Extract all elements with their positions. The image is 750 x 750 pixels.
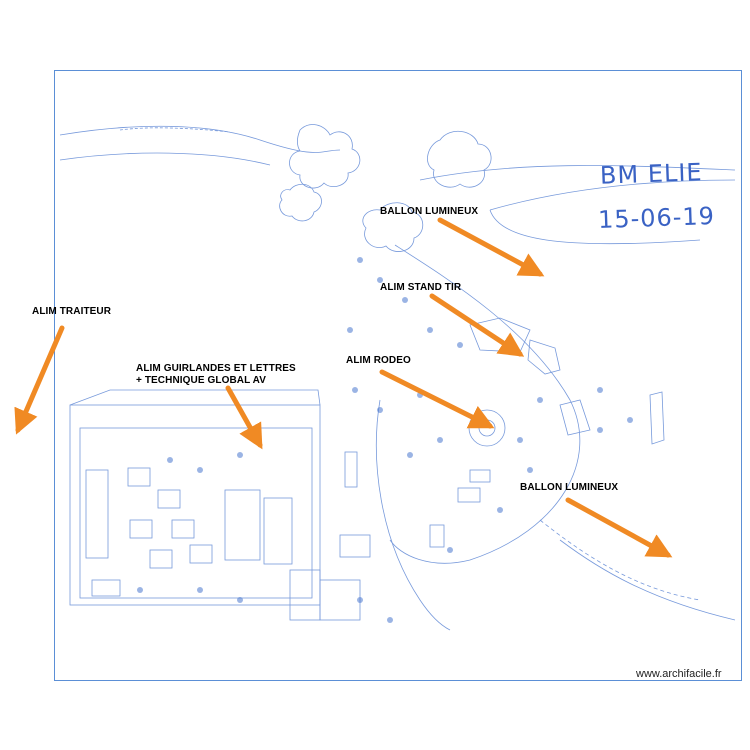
- label-alim-traiteur: ALIM TRAITEUR: [32, 306, 112, 317]
- watermark: www.archifacile.fr: [636, 668, 722, 680]
- label-ballon-lumineux-bottom: BALLON LUMINEUX: [520, 482, 619, 493]
- orange-arrow-icon: [429, 293, 525, 357]
- label-alim-guirlandes-line2: + TECHNIQUE GLOBAL AV: [136, 375, 266, 386]
- orange-arrow-icon: [565, 497, 673, 558]
- label-alim-guirlandes-line1: ALIM GUIRLANDES ET LETTRES: [136, 363, 296, 374]
- label-ballon-lumineux-top: BALLON LUMINEUX: [380, 206, 479, 217]
- orange-arrow-icon: [379, 369, 495, 429]
- orange-arrow-icon: [225, 385, 263, 450]
- label-alim-rodeo: ALIM RODEO: [346, 355, 411, 366]
- orange-arrow-icon: [14, 325, 65, 435]
- orange-arrow-icon: [437, 217, 545, 277]
- label-alim-stand-tir: ALIM STAND TIR: [380, 282, 462, 293]
- plan-frame: [54, 70, 742, 681]
